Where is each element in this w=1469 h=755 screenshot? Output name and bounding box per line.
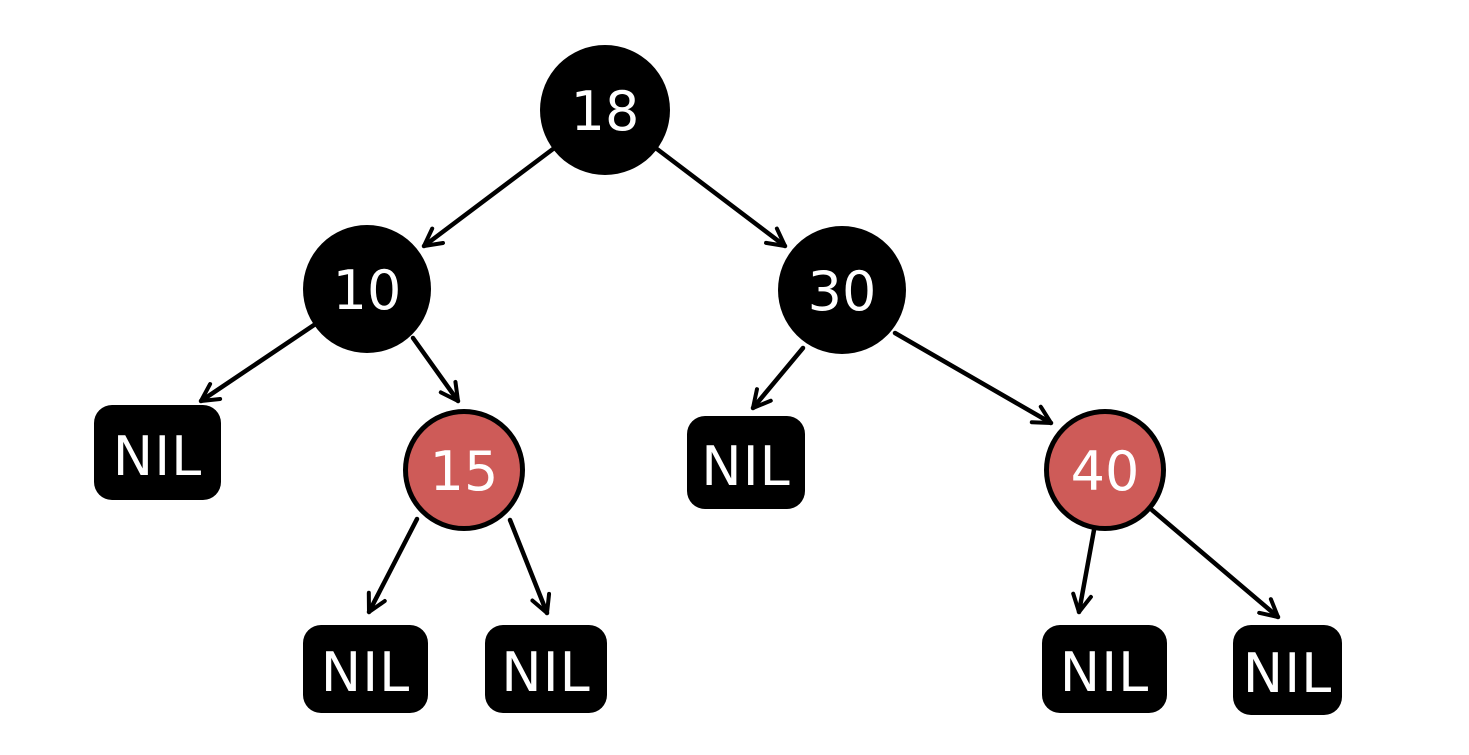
node-value: 10	[332, 259, 402, 322]
edge-15-nil4	[507, 517, 552, 616]
edge-18-10	[421, 146, 556, 249]
nil-label: NIL	[112, 424, 203, 488]
edge-15-nil3	[366, 516, 420, 615]
tree-node-40: 40	[1044, 409, 1166, 531]
nil-label: NIL	[501, 641, 591, 704]
nil-leaf-2: NIL	[687, 416, 805, 509]
node-value: 30	[807, 260, 877, 323]
nil-label: NIL	[320, 641, 411, 704]
nil-leaf-5: NIL	[1042, 625, 1167, 713]
edge-18-30	[654, 146, 788, 249]
tree-node-18: 18	[540, 45, 670, 175]
edge-10-nil1	[198, 322, 317, 404]
edge-30-40	[892, 330, 1054, 426]
node-value: 18	[570, 80, 640, 143]
nil-leaf-3: NIL	[303, 625, 428, 713]
edge-30-nil2	[750, 345, 806, 411]
edge-10-15	[410, 335, 461, 404]
nil-leaf-1: NIL	[94, 405, 221, 500]
tree-node-10: 10	[303, 225, 431, 353]
edge-40-nil5	[1071, 527, 1097, 615]
nil-leaf-6: NIL	[1233, 625, 1342, 715]
tree-node-15: 15	[403, 409, 525, 531]
tree-node-30: 30	[778, 226, 906, 354]
nil-label: NIL	[1059, 641, 1150, 704]
nil-label: NIL	[701, 434, 791, 498]
nil-leaf-4: NIL	[485, 625, 607, 713]
node-value: 15	[429, 440, 499, 503]
node-value: 40	[1070, 440, 1140, 503]
nil-label: NIL	[1242, 642, 1333, 705]
edge-40-nil6	[1149, 507, 1281, 620]
